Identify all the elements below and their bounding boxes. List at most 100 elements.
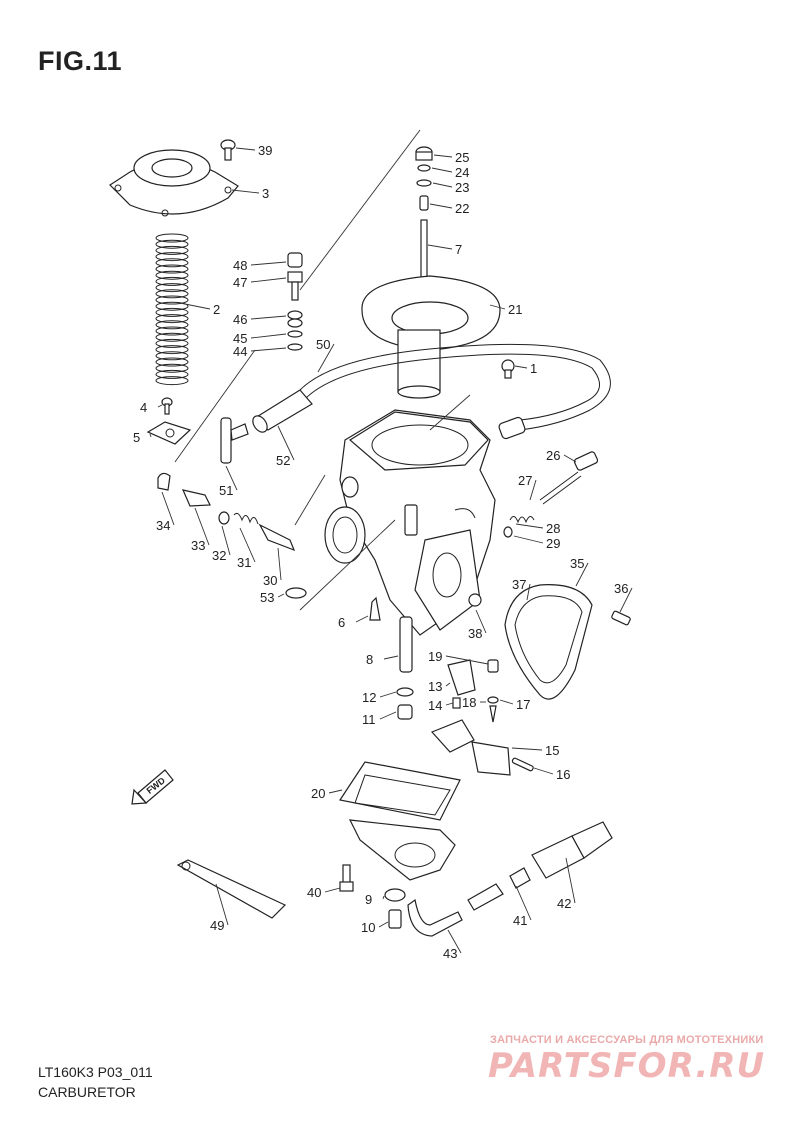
- spring-coil: [155, 252, 189, 262]
- spring-coil: [155, 264, 189, 274]
- callout-leader-13: [445, 682, 451, 687]
- callout-leader-42: [565, 857, 576, 904]
- spring-coil: [155, 314, 189, 324]
- callout-2: 2: [213, 302, 220, 317]
- callout-52: 52: [276, 453, 290, 468]
- callout-14: 14: [428, 698, 442, 713]
- callout-44: 44: [233, 344, 247, 359]
- spring-coil: [155, 363, 189, 373]
- callout-leader-22: [429, 203, 453, 209]
- callout-47: 47: [233, 275, 247, 290]
- part-screw-39: [220, 139, 236, 161]
- spring-coil: [155, 326, 189, 336]
- callout-39: 39: [258, 143, 272, 158]
- callout-30: 30: [263, 573, 277, 588]
- spring-coil: [155, 301, 189, 311]
- callout-leader-33: [194, 507, 210, 546]
- section-name: CARBURETOR: [38, 1084, 136, 1100]
- callout-leader-38: [475, 609, 487, 634]
- callout-24: 24: [455, 165, 469, 180]
- spring-coil: [155, 351, 189, 361]
- callout-9: 9: [365, 892, 372, 907]
- callout-leader-4: [157, 404, 163, 408]
- part-drain-hose-set: [407, 821, 613, 937]
- part-top-cap: [109, 149, 239, 217]
- part-vent-hose-50: [299, 343, 611, 440]
- callout-41: 41: [513, 913, 527, 928]
- spring-coil: [155, 345, 189, 355]
- callout-leader-43: [447, 929, 462, 954]
- watermark-site: PARTSFOR.RU: [488, 1046, 766, 1086]
- callout-36: 36: [614, 581, 628, 596]
- callout-19: 19: [428, 649, 442, 664]
- callout-27: 27: [518, 473, 532, 488]
- part-lever-49: [176, 859, 287, 919]
- spring-coil: [155, 270, 189, 280]
- callout-42: 42: [557, 896, 571, 911]
- part-spring: [155, 233, 189, 386]
- part-idle-screw-set: [157, 472, 307, 599]
- callout-leader-28: [515, 523, 544, 529]
- callout-leader-52: [277, 425, 295, 461]
- callout-leader-45: [250, 333, 287, 339]
- figure-title: FIG.11: [38, 46, 123, 76]
- callout-35: 35: [570, 556, 584, 571]
- part-jet-set-44-48: [287, 252, 303, 351]
- callout-leader-9: [382, 895, 385, 900]
- callout-leader-20: [328, 789, 343, 794]
- callout-leader-6: [355, 615, 369, 623]
- callout-43: 43: [443, 946, 457, 961]
- callout-leader-48: [250, 261, 287, 266]
- callout-leader-25: [433, 154, 453, 158]
- callout-15: 15: [545, 743, 559, 758]
- callout-12: 12: [362, 690, 376, 705]
- callout-leader-41: [515, 885, 532, 921]
- spring-coil: [155, 307, 189, 317]
- callout-leader-24: [431, 167, 453, 173]
- callout-leader-7: [427, 244, 453, 250]
- callout-16: 16: [556, 767, 570, 782]
- spring-coil: [155, 289, 189, 299]
- spring-coil: [155, 369, 189, 379]
- spring-coil: [155, 239, 189, 249]
- callout-10: 10: [361, 920, 375, 935]
- callout-leader-16: [533, 767, 554, 775]
- spring-coil: [155, 376, 189, 386]
- model-code: LT160K3 P03_011: [38, 1064, 153, 1080]
- callout-46: 46: [233, 312, 247, 327]
- callout-leader-32: [221, 525, 231, 556]
- spring-coil: [155, 295, 189, 305]
- callout-53: 53: [260, 590, 274, 605]
- callout-leader-44: [250, 347, 287, 352]
- callout-leader-10: [378, 921, 389, 928]
- callout-leader-50: [317, 343, 335, 373]
- callout-3: 3: [262, 186, 269, 201]
- callout-leader-19: [445, 655, 489, 665]
- callout-22: 22: [455, 201, 469, 216]
- part-diaphragm: [361, 275, 501, 399]
- callout-leader-8: [383, 655, 399, 660]
- part-float-bowl: [339, 761, 461, 881]
- watermark-tagline: ЗАПЧАСТИ И АКСЕССУАРЫ ДЛЯ МОТОТЕХНИКИ: [490, 1034, 764, 1046]
- spring-coil: [155, 245, 189, 255]
- callout-31: 31: [237, 555, 251, 570]
- callout-leader-5: [149, 433, 152, 438]
- callout-6: 6: [338, 615, 345, 630]
- callout-49: 49: [210, 918, 224, 933]
- callout-13: 13: [428, 679, 442, 694]
- part-needle-jet-set: [369, 596, 414, 720]
- callout-leader-49: [215, 883, 229, 926]
- callout-26: 26: [546, 448, 560, 463]
- callout-38: 38: [468, 626, 482, 641]
- callout-23: 23: [455, 180, 469, 195]
- part-fitting-1: [501, 359, 515, 379]
- callout-20: 20: [311, 786, 325, 801]
- part-hose-52: [252, 389, 313, 433]
- part-carburetor-body: [324, 409, 496, 636]
- callout-leader-21: [489, 304, 506, 310]
- callout-leader-2: [179, 302, 211, 310]
- callout-leader-27: [529, 479, 537, 501]
- callout-leader-46: [250, 315, 287, 320]
- part-needle-set: [415, 146, 433, 293]
- callout-leader-36: [619, 587, 633, 613]
